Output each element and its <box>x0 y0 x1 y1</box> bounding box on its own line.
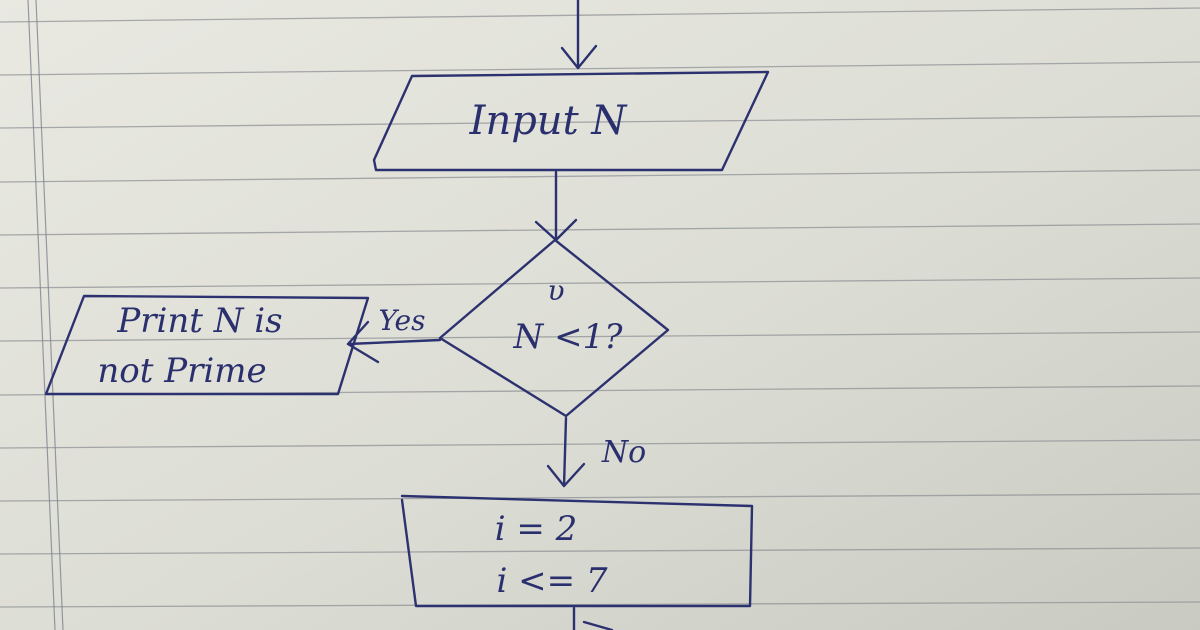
init-line2: i <= 7 <box>496 561 607 601</box>
output-parallelogram <box>44 294 370 396</box>
init-line1: i = 2 <box>495 509 578 549</box>
yes-label: Yes <box>379 304 426 337</box>
init-process-box <box>400 494 754 608</box>
arrow-yes-branch <box>346 320 442 364</box>
decision-diamond <box>438 238 670 418</box>
input-label: Input N <box>469 98 629 144</box>
margin-lines <box>27 0 64 630</box>
decision-mark: υ <box>547 274 564 307</box>
no-label: No <box>601 435 646 470</box>
arrow-bottom-out <box>572 606 614 630</box>
decision-label: N <1? <box>513 317 624 357</box>
output-line2: not Prime <box>97 351 266 391</box>
output-line1: Print N is <box>116 301 282 341</box>
arrow-top-to-input <box>560 0 598 70</box>
arrow-no-branch <box>546 416 586 488</box>
input-parallelogram <box>372 70 770 172</box>
